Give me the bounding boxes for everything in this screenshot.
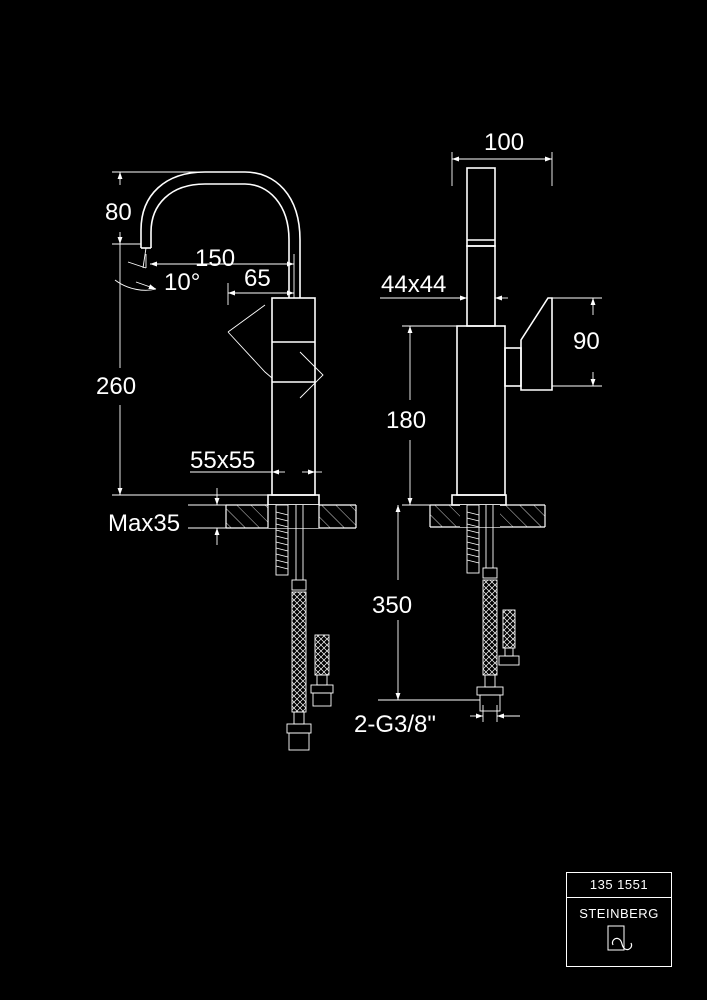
tap-body (271, 297, 316, 496)
brand-logo-icon (607, 925, 633, 951)
spout-outer (140, 171, 301, 298)
lever-outline (227, 304, 324, 399)
dim-body-height: 180 (386, 407, 426, 434)
dim-spout-angle: 10° (164, 269, 200, 296)
dim-connection: 2-G3/8" (354, 711, 436, 738)
dim-handle-height: 90 (573, 328, 600, 355)
dim-hose-length: 350 (372, 592, 412, 619)
front-view (378, 152, 602, 722)
spout-inner (150, 183, 290, 298)
dim-handle-section: 44x44 (381, 271, 446, 298)
dim-spout-reach: 150 (195, 245, 235, 272)
tap-body-front (456, 325, 506, 496)
dim-width: 100 (484, 129, 524, 156)
dim-total-height: 260 (96, 373, 136, 400)
side-view (112, 171, 357, 751)
dim-max-deck: Max35 (108, 510, 180, 537)
product-code: 135 1551 (567, 873, 671, 898)
dim-body-section: 55x55 (190, 447, 255, 474)
dim-spout-height: 80 (105, 199, 132, 226)
title-block: 135 1551 STEINBERG (566, 872, 672, 967)
dim-handle-reach: 65 (244, 265, 271, 292)
brand-name: STEINBERG (579, 906, 659, 921)
